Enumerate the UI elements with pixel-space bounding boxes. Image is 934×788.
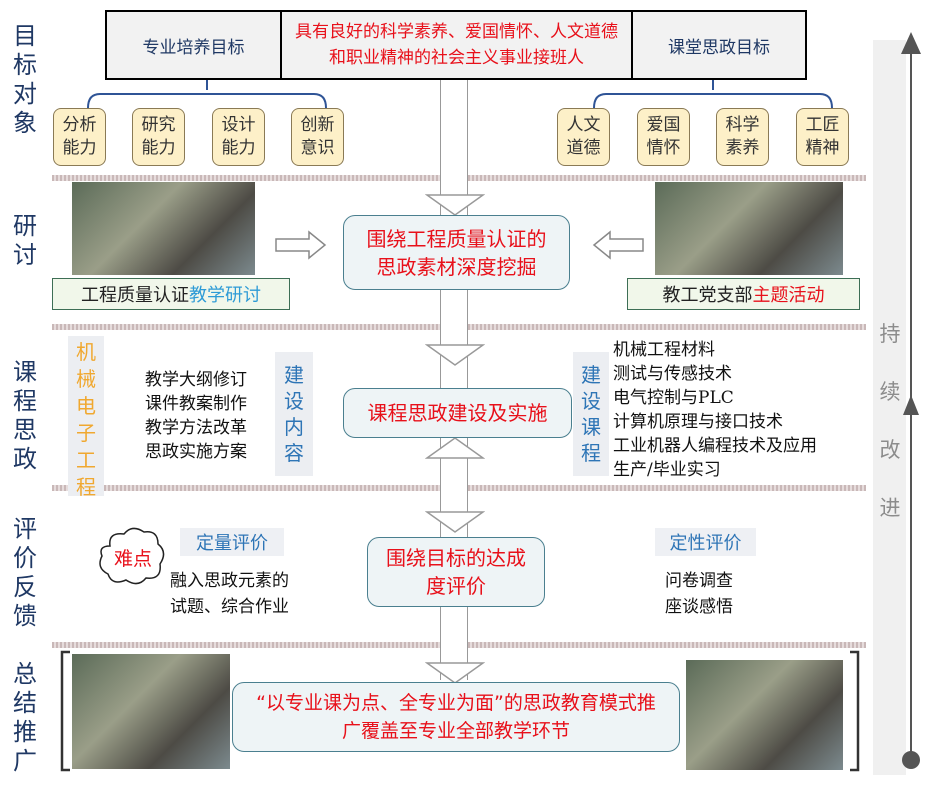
promotion-photo-left [72, 654, 230, 769]
row-label-evaluation: 评价反馈 [13, 515, 37, 630]
promotion-center-box: “以专业课为点、全专业为面”的思政教育模式推广覆盖至专业全部教学环节 [232, 682, 680, 752]
improvement-bar [873, 40, 906, 775]
value-box: 人文道德 [557, 108, 610, 166]
major-label: 机械电子工程 [68, 336, 104, 499]
value-box: 科学素养 [716, 108, 769, 166]
party-caption: 教工党支部主题活动 [627, 278, 860, 310]
ability-box: 设计能力 [212, 108, 265, 166]
professional-goal: 专业培养目标 [107, 12, 282, 78]
brackets [60, 650, 860, 772]
improvement-label: 持续改进 [879, 322, 901, 520]
content-tag: 建设内容 [275, 352, 313, 476]
course-center-box: 课程思政建设及实施 [343, 388, 572, 438]
ability-box: 创新意识 [291, 108, 344, 166]
ideological-goal: 课堂思政目标 [668, 37, 770, 58]
quantitative-text: 融入思政元素的试题、综合作业 [170, 571, 289, 617]
core-goal: 具有良好的科学素养、爱国情怀、人文道德和职业精神的社会主义事业接班人 [282, 12, 633, 78]
quantitative-tag: 定量评价 [180, 528, 284, 556]
promotion-photo-right [686, 660, 843, 770]
value-box: 爱国情怀 [637, 108, 690, 166]
right-arrow-icon [275, 230, 327, 260]
course-tag: 建设课程 [573, 352, 609, 476]
row-label-discussion: 研讨 [13, 212, 37, 269]
row-label-goals: 目标对象 [13, 22, 37, 137]
row-label-promotion: 总结推广 [13, 660, 37, 775]
flow-arrowheads [425, 194, 485, 684]
seminar-caption: 工程质量认证教学研讨 [52, 278, 290, 310]
qualitative-text: 问卷调查座谈感悟 [665, 571, 733, 617]
left-arrow-icon [592, 230, 644, 260]
cloud-icon [99, 527, 165, 585]
discussion-center-box: 围绕工程质量认证的思政素材深度挖掘 [343, 215, 570, 290]
party-activity-photo [655, 182, 843, 275]
evaluation-center-box: 围绕目标的达成度评价 [367, 537, 545, 607]
qualitative-tag: 定性评价 [655, 528, 756, 556]
goal-header: 专业培养目标 具有良好的科学素养、爱国情怀、人文道德和职业精神的社会主义事业接班… [105, 10, 807, 80]
seminar-photo [72, 182, 255, 275]
ability-box: 研究能力 [132, 108, 185, 166]
row-label-course: 课程思政 [13, 358, 37, 473]
improvement-arrow [901, 32, 921, 769]
difficulty-label: 难点 [113, 548, 152, 570]
value-box: 工匠精神 [796, 108, 849, 166]
content-list: 教学大纲修订课件教案制作教学方法改革思政实施方案 [145, 370, 247, 462]
tree-connectors [87, 80, 833, 109]
ability-box: 分析能力 [53, 108, 106, 166]
